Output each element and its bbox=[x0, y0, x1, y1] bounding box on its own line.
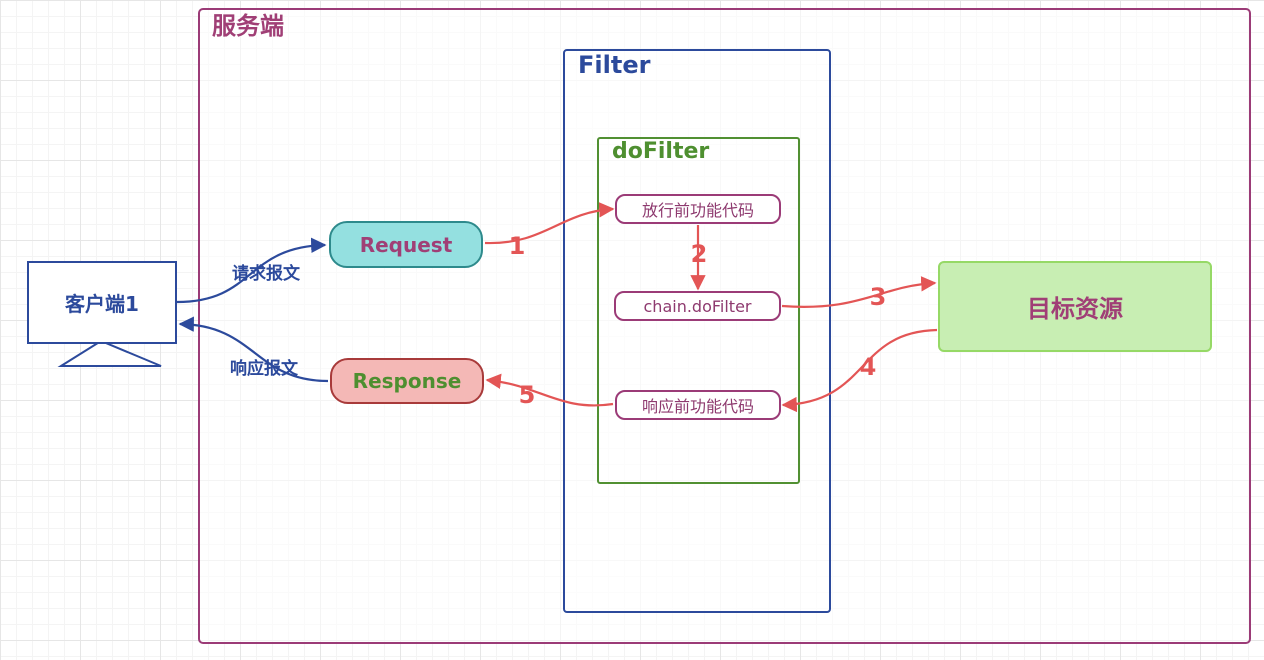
request-message-arrow bbox=[176, 237, 327, 304]
request-label: Request bbox=[359, 232, 453, 257]
filter-container bbox=[563, 49, 831, 613]
target-resource-node: 目标资源 bbox=[938, 261, 1212, 352]
step-5-label: 5 bbox=[518, 381, 536, 409]
step-3-arrow bbox=[781, 276, 937, 308]
client-node: 客户端1 bbox=[27, 261, 177, 344]
response-message-label: 响应报文 bbox=[230, 359, 298, 379]
step-1-arrow bbox=[484, 202, 615, 245]
response-message-arrow bbox=[178, 316, 329, 383]
target-resource-label: 目标资源 bbox=[1027, 295, 1123, 323]
step-2-label: 2 bbox=[690, 240, 708, 268]
client-label: 客户端1 bbox=[65, 292, 139, 316]
step-1-label: 1 bbox=[508, 232, 526, 260]
step-3-label: 3 bbox=[869, 283, 887, 311]
response-label: Response bbox=[352, 369, 462, 393]
filter-title: Filter bbox=[578, 51, 651, 79]
pre-step-label: 放行前功能代码 bbox=[641, 201, 754, 220]
step-4-arrow bbox=[781, 328, 938, 413]
post-step-label: 响应前功能代码 bbox=[641, 397, 754, 416]
step-4-label: 4 bbox=[859, 353, 877, 381]
dofilter-title: doFilter bbox=[612, 139, 710, 164]
request-node: Request bbox=[329, 221, 483, 268]
post-step-node: 响应前功能代码 bbox=[615, 390, 781, 420]
dofilter-container bbox=[597, 137, 800, 484]
request-message-label: 请求报文 bbox=[232, 264, 300, 284]
chain-dofilter-node: chain.doFilter bbox=[614, 291, 781, 321]
monitor-stand-icon bbox=[57, 339, 162, 367]
server-title: 服务端 bbox=[212, 12, 284, 40]
chain-dofilter-label: chain.doFilter bbox=[643, 296, 752, 316]
pre-step-node: 放行前功能代码 bbox=[615, 194, 781, 224]
response-node: Response bbox=[330, 358, 484, 404]
step-5-arrow bbox=[485, 373, 614, 407]
